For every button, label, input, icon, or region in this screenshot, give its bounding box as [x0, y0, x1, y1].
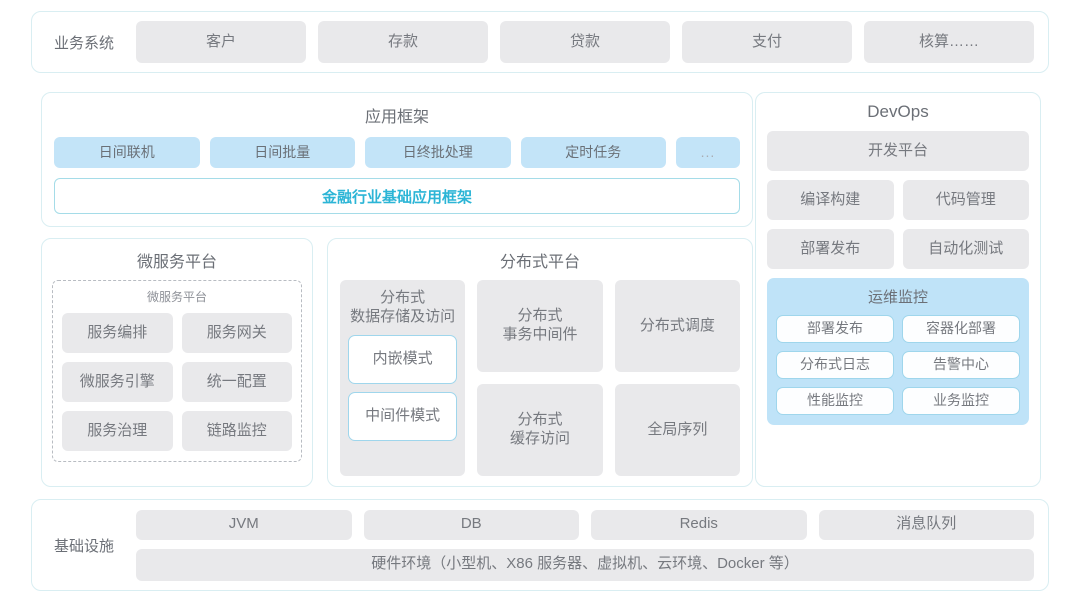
- app-tile-daytime-online[interactable]: 日间联机: [54, 137, 200, 168]
- distributed-platform-panel: 分布式平台 分布式 数据存储及访问 内嵌模式 中间件模式 分布式 事务中间件 分…: [327, 238, 753, 487]
- micro-tile-service-gateway[interactable]: 服务网关: [181, 313, 292, 353]
- infra-tile-jvm[interactable]: JVM: [136, 509, 352, 540]
- storage-mode-embedded[interactable]: 内嵌模式: [348, 334, 458, 384]
- infrastructure-stack: JVM DB Redis 消息队列 硬件环境（小型机、X86 服务器、虚拟机、云…: [136, 509, 1048, 581]
- platform-column: 应用框架 日间联机 日间批量 日终批处理 定时任务 ... 金融行业基础应用框架…: [41, 92, 753, 487]
- infra-tile-message-queue[interactable]: 消息队列: [818, 509, 1034, 540]
- ops-monitoring-tiles: 部署发布 容器化部署 分布式日志 告警中心 性能监控 业务监控: [776, 315, 1020, 415]
- distributed-platform-title: 分布式平台: [499, 254, 580, 271]
- devops-tiles-group-2: 部署发布 自动化测试: [767, 229, 1029, 269]
- infra-tile-hardware-environment[interactable]: 硬件环境（小型机、X86 服务器、虚拟机、云环境、Docker 等）: [136, 548, 1034, 581]
- micro-tile-service-governance[interactable]: 服务治理: [62, 411, 173, 451]
- devops-tile-compile-build[interactable]: 编译构建: [767, 180, 894, 220]
- dist-tile-scheduling[interactable]: 分布式调度: [614, 280, 740, 372]
- business-tile-payment[interactable]: 支付: [682, 21, 852, 63]
- micro-tile-link-monitoring[interactable]: 链路监控: [181, 411, 292, 451]
- infrastructure-label: 基础设施: [53, 537, 114, 555]
- dist-tile-transaction-middleware[interactable]: 分布式 事务中间件: [477, 280, 603, 372]
- dist-tile-global-sequence[interactable]: 全局序列: [614, 384, 740, 476]
- ops-tile-containerized-deploy[interactable]: 容器化部署: [902, 315, 1020, 343]
- devops-tile-deploy-release[interactable]: 部署发布: [767, 229, 894, 269]
- ops-tile-alert-center[interactable]: 告警中心: [902, 351, 1020, 379]
- distributed-storage-column: 分布式 数据存储及访问 内嵌模式 中间件模式: [340, 280, 466, 476]
- app-tile-eod-batch[interactable]: 日终批处理: [365, 137, 511, 168]
- ops-tile-performance-monitoring[interactable]: 性能监控: [776, 387, 894, 415]
- storage-mode-middleware[interactable]: 中间件模式: [348, 391, 458, 441]
- business-tile-customer[interactable]: 客户: [136, 21, 306, 63]
- micro-tile-unified-config[interactable]: 统一配置: [181, 362, 292, 402]
- devops-tile-dev-platform[interactable]: 开发平台: [767, 131, 1029, 171]
- ops-tile-distributed-log[interactable]: 分布式日志: [776, 351, 894, 379]
- devops-tiles-group-1: 编译构建 代码管理: [767, 180, 1029, 220]
- ops-monitoring-box: 运维监控 部署发布 容器化部署 分布式日志 告警中心 性能监控 业务监控: [767, 278, 1029, 425]
- business-systems-label: 业务系统: [53, 34, 114, 52]
- devops-column: DevOps 开发平台 编译构建 代码管理 部署发布 自动化测试 运维监控 部署…: [755, 92, 1041, 487]
- distributed-column-3: 分布式调度 全局序列: [614, 280, 740, 476]
- app-tile-more[interactable]: ...: [676, 137, 740, 168]
- infrastructure-tiles: JVM DB Redis 消息队列: [136, 509, 1034, 540]
- middle-section: 应用框架 日间联机 日间批量 日终批处理 定时任务 ... 金融行业基础应用框架…: [41, 92, 1041, 487]
- microservice-platform-title: 微服务平台: [136, 254, 217, 271]
- micro-tile-service-orchestration[interactable]: 服务编排: [62, 313, 173, 353]
- infrastructure-row: 基础设施 JVM DB Redis 消息队列 硬件环境（小型机、X86 服务器、…: [31, 499, 1049, 591]
- business-systems-tiles: 客户 存款 贷款 支付 核算……: [136, 21, 1048, 63]
- application-framework-tiles: 日间联机 日间批量 日终批处理 定时任务 ...: [54, 137, 740, 168]
- devops-title: DevOps: [867, 102, 929, 121]
- infra-tile-db[interactable]: DB: [363, 509, 579, 540]
- financial-base-framework-bar[interactable]: 金融行业基础应用框架: [54, 178, 740, 214]
- app-tile-daytime-batch[interactable]: 日间批量: [209, 137, 355, 168]
- microservice-inner-box: 微服务平台 服务编排 服务网关 微服务引擎 统一配置 服务治理 链路监控: [52, 280, 302, 462]
- ops-tile-deploy-release[interactable]: 部署发布: [776, 315, 894, 343]
- distributed-storage-label: 分布式 数据存储及访问: [350, 289, 456, 325]
- infra-tile-redis[interactable]: Redis: [591, 509, 807, 540]
- microservice-inner-title: 微服务平台: [146, 290, 207, 304]
- business-tile-deposit[interactable]: 存款: [318, 21, 488, 63]
- business-tile-accounting[interactable]: 核算……: [864, 21, 1034, 63]
- distributed-column-2: 分布式 事务中间件 分布式 缓存访问: [477, 280, 603, 476]
- devops-tile-automated-testing[interactable]: 自动化测试: [902, 229, 1029, 269]
- application-framework-title: 应用框架: [364, 109, 429, 126]
- distributed-storage-tile[interactable]: 分布式 数据存储及访问 内嵌模式 中间件模式: [340, 280, 466, 476]
- devops-panel: DevOps 开发平台 编译构建 代码管理 部署发布 自动化测试 运维监控 部署…: [755, 92, 1041, 487]
- dist-tile-cache-access[interactable]: 分布式 缓存访问: [477, 384, 603, 476]
- app-tile-scheduled-task[interactable]: 定时任务: [520, 137, 666, 168]
- business-tile-loan[interactable]: 贷款: [500, 21, 670, 63]
- microservice-platform-panel: 微服务平台 微服务平台 服务编排 服务网关 微服务引擎 统一配置 服务治理 链路…: [41, 238, 313, 487]
- microservice-tiles: 服务编排 服务网关 微服务引擎 统一配置 服务治理 链路监控: [62, 313, 292, 451]
- micro-tile-microservice-engine[interactable]: 微服务引擎: [62, 362, 173, 402]
- business-systems-row: 业务系统 客户 存款 贷款 支付 核算……: [31, 11, 1049, 73]
- distributed-columns: 分布式 数据存储及访问 内嵌模式 中间件模式 分布式 事务中间件 分布式 缓存访…: [340, 280, 740, 476]
- ops-tile-business-monitoring[interactable]: 业务监控: [902, 387, 1020, 415]
- application-framework-panel: 应用框架 日间联机 日间批量 日终批处理 定时任务 ... 金融行业基础应用框架: [41, 92, 753, 227]
- devops-tile-code-management[interactable]: 代码管理: [902, 180, 1029, 220]
- ops-monitoring-title: 运维监控: [867, 289, 928, 306]
